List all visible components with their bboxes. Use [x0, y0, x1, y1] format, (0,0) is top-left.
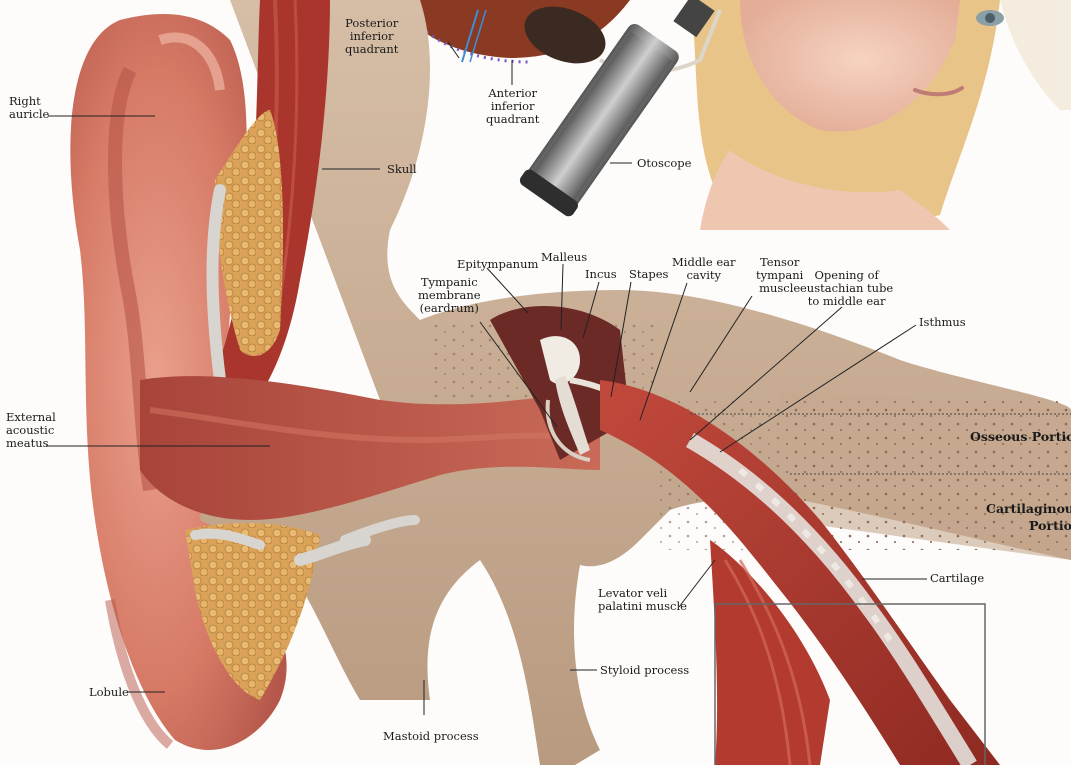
- label-stapes: Stapes: [629, 268, 668, 281]
- label-levator-veli-palatini: Levator veli palatini muscle: [598, 587, 687, 613]
- label-malleus: Malleus: [541, 251, 587, 264]
- label-cartilaginous-portion: Cartilaginous Portion: [986, 500, 1071, 534]
- label-posterior-inferior-quadrant: Posterior inferior quadrant: [345, 17, 398, 56]
- otoscope-instrument: [517, 0, 720, 219]
- label-cartilage: Cartilage: [930, 572, 984, 585]
- label-lobule: Lobule: [89, 686, 129, 699]
- label-tympanic-membrane: Tympanic membrane (eardrum): [418, 276, 481, 315]
- child-face: [690, 0, 1071, 230]
- label-otoscope: Otoscope: [637, 157, 691, 170]
- label-incus: Incus: [585, 268, 617, 281]
- label-mastoid-process: Mastoid process: [383, 730, 479, 743]
- label-epitympanum: Epitympanum: [457, 258, 538, 271]
- label-isthmus: Isthmus: [919, 316, 966, 329]
- label-skull: Skull: [387, 163, 417, 176]
- label-external-acoustic-meatus: External acoustic meatus: [6, 411, 56, 450]
- label-tensor-tympani-muscle: Tensor tympani muscle: [756, 256, 803, 295]
- label-styloid-process: Styloid process: [600, 664, 689, 677]
- label-middle-ear-cavity: Middle ear cavity: [672, 256, 735, 282]
- label-anterior-inferior-quadrant: Anterior inferior quadrant: [486, 87, 539, 126]
- label-osseous-portion: Osseous Portion: [970, 428, 1071, 445]
- label-opening-eustachian-tube: Opening of eustachian tube to middle ear: [800, 269, 893, 308]
- label-right-auricle: Right auricle: [9, 95, 49, 121]
